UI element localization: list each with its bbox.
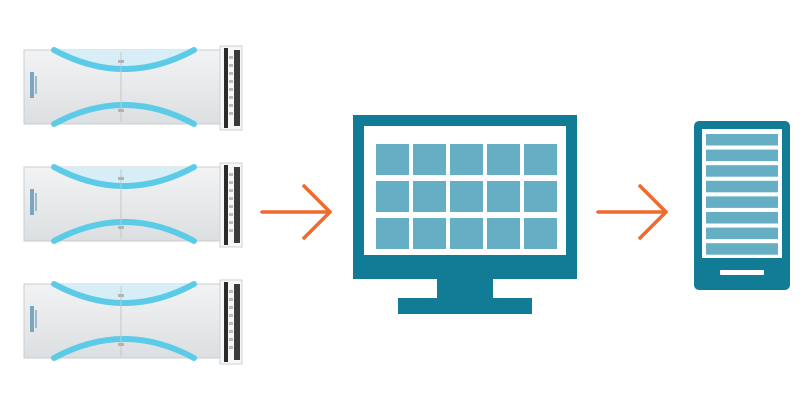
server-vent [229, 298, 233, 301]
server-vent [229, 104, 233, 107]
server-bezel [224, 282, 228, 362]
tablet-icon [694, 121, 790, 290]
server-vent [229, 322, 233, 325]
screen-tile [376, 144, 409, 175]
server-vent [229, 338, 233, 341]
server-vent [229, 346, 233, 349]
server-latch [118, 177, 124, 180]
server-vent [229, 213, 233, 216]
tablet-list-row [706, 149, 778, 162]
screen-tile [487, 218, 520, 249]
server-vent [229, 80, 233, 83]
server-vent [229, 330, 233, 333]
server-arc-bottom [51, 102, 197, 127]
tablet-list-row [706, 227, 778, 240]
server-latch [118, 294, 124, 297]
server-vent [229, 96, 233, 99]
arrow-head [638, 184, 668, 240]
screen-tile [450, 181, 483, 212]
screen-tile [376, 218, 409, 249]
server-stack [23, 45, 243, 365]
server-arc-top [51, 47, 197, 72]
server-vent [229, 88, 233, 91]
server-vent [229, 306, 233, 309]
server-bezel [234, 167, 240, 243]
server-logo [30, 72, 34, 98]
server-unit-icon [23, 162, 243, 248]
arrow-head [302, 184, 332, 240]
server-logo [30, 189, 34, 215]
server-logo [35, 193, 37, 211]
server-bezel [234, 50, 240, 126]
monitor-neck [437, 278, 493, 298]
server-vent [229, 205, 233, 208]
server-vent [229, 229, 233, 232]
tablet-list-row [706, 165, 778, 177]
screen-tile [376, 181, 409, 212]
server-vent [229, 314, 233, 317]
server-vent [229, 56, 233, 59]
tablet-list-row [706, 243, 778, 255]
screen-tile [487, 144, 520, 175]
monitor-base [398, 298, 532, 314]
server-logo [35, 76, 37, 94]
screen-tile [524, 144, 557, 175]
server-logo [35, 310, 37, 328]
server-latch [118, 343, 124, 346]
tablet-list-row [706, 196, 778, 208]
flow-arrows [260, 184, 668, 240]
server-vent [229, 221, 233, 224]
server-unit-icon [23, 45, 243, 131]
server-bezel [234, 284, 240, 360]
server-arc-bottom [51, 336, 197, 361]
server-arc-top [51, 281, 197, 306]
screen-tile [524, 218, 557, 249]
server-vent [229, 72, 233, 75]
server-vent [229, 189, 233, 192]
arrow-right-icon [260, 184, 332, 240]
server-unit-icon [23, 279, 243, 365]
tablet-list-row [706, 134, 778, 146]
server-vent [229, 197, 233, 200]
server-bezel [224, 165, 228, 245]
arrow-right-icon [596, 184, 668, 240]
server-latch [118, 109, 124, 112]
screen-tile [413, 144, 446, 175]
tablet-list-row [706, 180, 778, 193]
server-arc-top [51, 164, 197, 189]
screen-tile [450, 218, 483, 249]
screen-tile [450, 144, 483, 175]
tablet-home-button [720, 270, 764, 275]
screen-tile [413, 181, 446, 212]
screen-tile [487, 181, 520, 212]
server-arc-bottom [51, 219, 197, 244]
server-latch [118, 60, 124, 63]
server-bezel [224, 48, 228, 128]
server-vent [229, 112, 233, 115]
server-vent [229, 64, 233, 67]
desktop-monitor-icon [353, 115, 577, 314]
server-logo [30, 306, 34, 332]
screen-tile [413, 218, 446, 249]
server-vent [229, 181, 233, 184]
server-latch [118, 226, 124, 229]
tablet-list-row [706, 212, 778, 224]
server-vent [229, 173, 233, 176]
server-vent [229, 290, 233, 293]
screen-tile [524, 181, 557, 212]
